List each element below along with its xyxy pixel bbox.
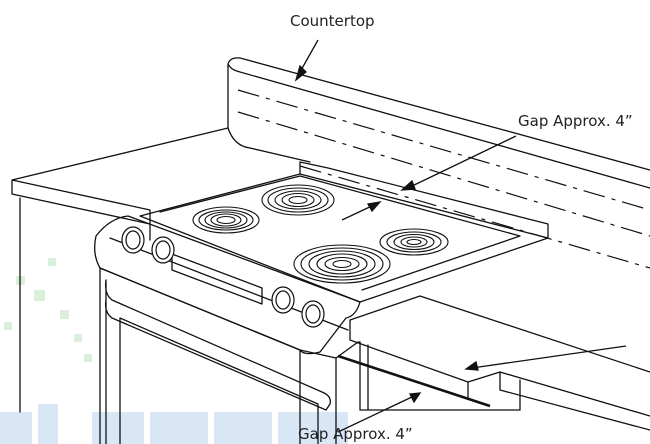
gap-bottom-label: Gap Approx. 4” [298,425,413,443]
knob-1 [121,226,145,254]
control-display [171,253,263,305]
countertop-dashed-line-3 [299,165,650,269]
right-countertop [349,295,650,431]
knob-2 [151,236,175,264]
control-knobs [121,226,325,328]
burner-front-center [293,244,391,284]
gap-line-front [337,354,491,408]
cooktop-trim [159,175,521,291]
countertop-label: Countertop [290,12,375,30]
left-countertop [11,127,311,225]
knob-4 [301,300,325,328]
left-cabinet [19,197,151,413]
burners [192,184,449,284]
gap-top-label: Gap Approx. 4” [518,112,633,130]
watermark [0,258,348,444]
oven-window [119,317,319,444]
countertop-dashed-line-2 [237,111,650,237]
right-cabinet [359,341,521,411]
oven-body [99,267,337,444]
burner-back-left [192,206,260,234]
burner-right [379,228,449,256]
backsplash [227,57,650,189]
leader-lines [294,39,627,433]
cooktop-rim [299,161,549,239]
knob-3 [271,286,295,314]
burner-back-center [261,184,335,216]
control-panel [94,215,361,355]
countertop-dashed-line-1 [237,89,650,211]
oven-door [104,279,331,444]
